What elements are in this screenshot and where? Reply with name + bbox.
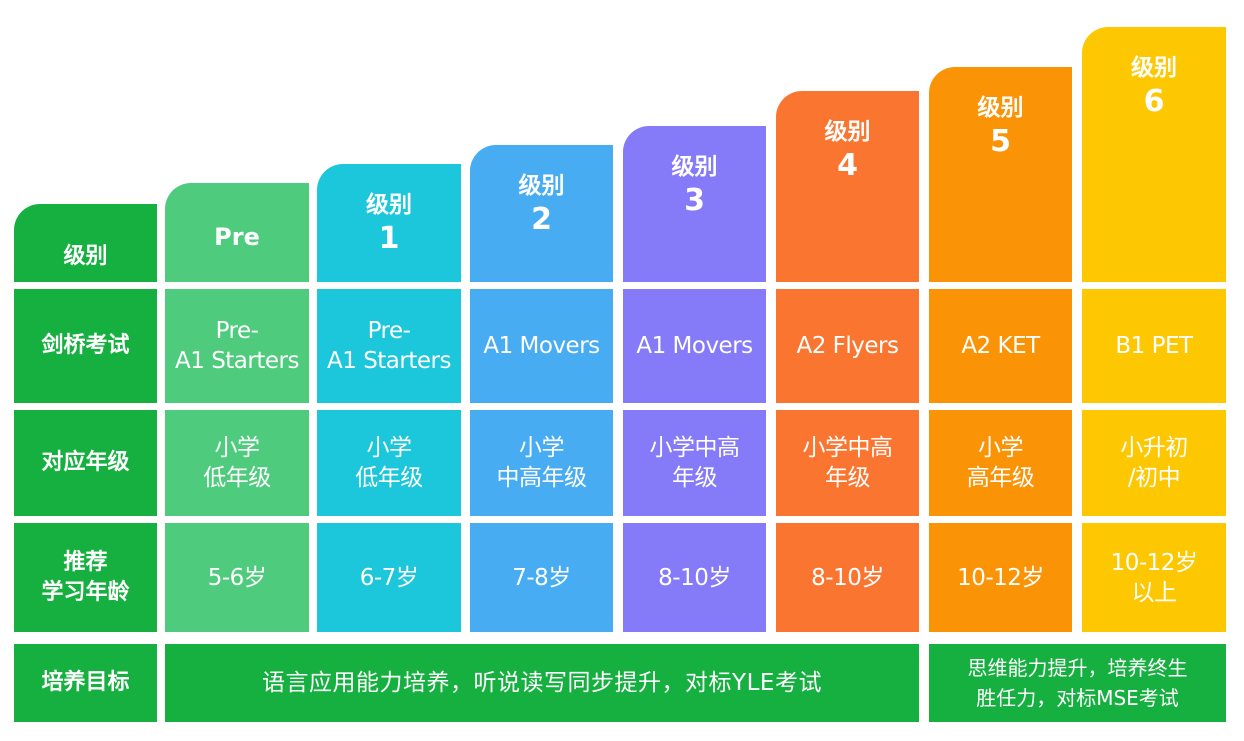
exam-text: A1 Movers [483, 333, 600, 359]
age-text: 8-10岁 [811, 564, 884, 591]
age-cell-level-3: 8-10岁 [623, 523, 766, 632]
exam-cell-level-5: A2 KET [929, 289, 1072, 403]
goal-mse-text: 思维能力提升，培养终生 胜任力，对标MSE考试 [967, 656, 1188, 710]
row-label-exam: 剑桥考试 [14, 289, 157, 403]
row-label-goal-text: 培养目标 [41, 670, 130, 695]
row-label-level-text: 级别 [63, 244, 108, 269]
header-level-number: 2 [531, 202, 552, 237]
age-text: 7-8岁 [512, 564, 571, 591]
row-label-level: 级别 [14, 204, 157, 282]
header-level-text: 级别 [518, 173, 565, 199]
age-cell-pre: 5-6岁 [165, 523, 309, 632]
exam-text: B1 PET [1115, 333, 1193, 359]
grade-cell-pre: 小学 低年级 [165, 410, 309, 516]
header-level-4: 级别 4 [776, 91, 919, 282]
grade-text: 小学 高年级 [966, 435, 1035, 491]
age-cell-level-4: 8-10岁 [776, 523, 919, 632]
exam-cell-pre: Pre- A1 Starters [165, 289, 309, 403]
exam-cell-level-4: A2 Flyers [776, 289, 919, 403]
age-text: 6-7岁 [359, 564, 419, 591]
exam-cell-level-1: Pre- A1 Starters [317, 289, 461, 403]
age-cell-level-1: 6-7岁 [317, 523, 461, 632]
goal-cell-mse: 思维能力提升，培养终生 胜任力，对标MSE考试 [929, 644, 1226, 722]
grade-cell-level-6: 小升初 /初中 [1082, 410, 1226, 516]
header-level-2: 级别 2 [470, 145, 613, 282]
header-level-6: 级别 6 [1082, 27, 1226, 282]
header-level-text: 级别 [366, 192, 412, 218]
exam-cell-level-3: A1 Movers [623, 289, 766, 403]
header-level-number: 1 [378, 221, 400, 256]
exam-text: Pre- A1 Starters [327, 318, 451, 374]
header-level-number: 3 [684, 183, 705, 218]
grade-cell-level-4: 小学中高 年级 [776, 410, 919, 516]
grade-text: 小学中高 年级 [649, 435, 741, 491]
header-pre-text: Pre [214, 223, 260, 251]
header-level-text: 级别 [824, 119, 871, 145]
exam-text: A1 Movers [636, 333, 753, 359]
age-cell-level-6: 10-12岁 以上 [1082, 523, 1226, 632]
row-label-age: 推荐 学习年龄 [14, 523, 157, 632]
header-level-text: 级别 [1131, 55, 1177, 81]
header-level-3: 级别 3 [623, 126, 766, 282]
age-text: 10-12岁 [957, 564, 1044, 591]
grade-cell-level-1: 小学 低年级 [317, 410, 461, 516]
grade-text: 小升初 /初中 [1120, 435, 1188, 491]
header-level-number: 4 [837, 148, 858, 183]
header-level-number: 5 [990, 124, 1011, 159]
grade-text: 小学 低年级 [355, 435, 423, 491]
grade-text: 小学 中高年级 [496, 435, 588, 491]
header-pre: Pre [165, 183, 309, 282]
exam-text: A2 Flyers [796, 333, 900, 359]
header-level-text: 级别 [977, 95, 1024, 121]
grade-cell-level-3: 小学中高 年级 [623, 410, 766, 516]
row-label-exam-text: 剑桥考试 [41, 333, 130, 358]
grade-text: 小学 低年级 [203, 435, 271, 491]
exam-text: Pre- A1 Starters [175, 318, 299, 374]
grade-cell-level-5: 小学 高年级 [929, 410, 1072, 516]
goal-yle-text: 语言应用能力培养，听说读写同步提升，对标YLE考试 [262, 670, 822, 696]
exam-cell-level-2: A1 Movers [470, 289, 613, 403]
row-label-goal: 培养目标 [14, 644, 157, 722]
exam-text: A2 KET [961, 333, 1040, 359]
goal-cell-yle: 语言应用能力培养，听说读写同步提升，对标YLE考试 [165, 644, 919, 722]
age-text: 10-12岁 以上 [1110, 549, 1198, 606]
grade-text: 小学中高 年级 [802, 435, 894, 491]
header-level-number: 6 [1143, 84, 1165, 119]
age-cell-level-2: 7-8岁 [470, 523, 613, 632]
age-text: 8-10岁 [658, 564, 731, 591]
age-cell-level-5: 10-12岁 [929, 523, 1072, 632]
row-label-grade: 对应年级 [14, 410, 157, 516]
header-level-5: 级别 5 [929, 67, 1072, 282]
exam-cell-level-6: B1 PET [1082, 289, 1226, 403]
row-label-age-text: 推荐 学习年龄 [41, 549, 130, 605]
grade-cell-level-2: 小学 中高年级 [470, 410, 613, 516]
row-label-grade-text: 对应年级 [41, 450, 130, 475]
header-level-text: 级别 [671, 154, 718, 180]
header-level-1: 级别 1 [317, 164, 461, 282]
age-text: 5-6岁 [207, 564, 267, 591]
